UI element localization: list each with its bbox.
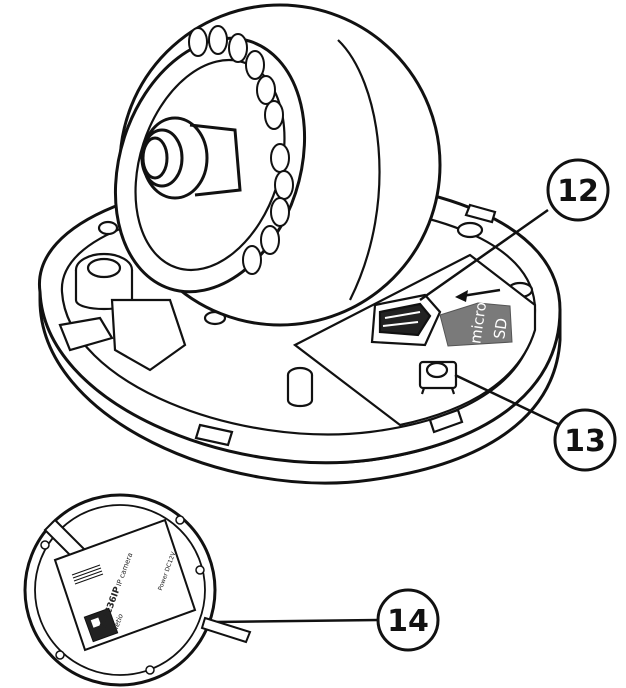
callout-13-label: 13 xyxy=(564,424,606,459)
callout-14-label: 14 xyxy=(387,604,429,639)
reset-button xyxy=(418,360,458,395)
callout-12-label: 12 xyxy=(557,174,599,209)
sd-card-text-sd: SD xyxy=(490,317,511,340)
callout-13: 13 xyxy=(553,408,617,472)
sd-card-slot xyxy=(370,293,442,347)
callout-12: 12 xyxy=(546,158,610,222)
callout-leaders xyxy=(214,208,561,624)
microsd-card: micro SD xyxy=(439,288,513,347)
ir-led-ring xyxy=(188,25,294,275)
circuit-board xyxy=(292,253,537,427)
base-details xyxy=(58,203,534,447)
back-cover xyxy=(23,493,252,687)
callout-14: 14 xyxy=(376,588,440,652)
sd-card-text-micro: micro xyxy=(466,301,490,345)
